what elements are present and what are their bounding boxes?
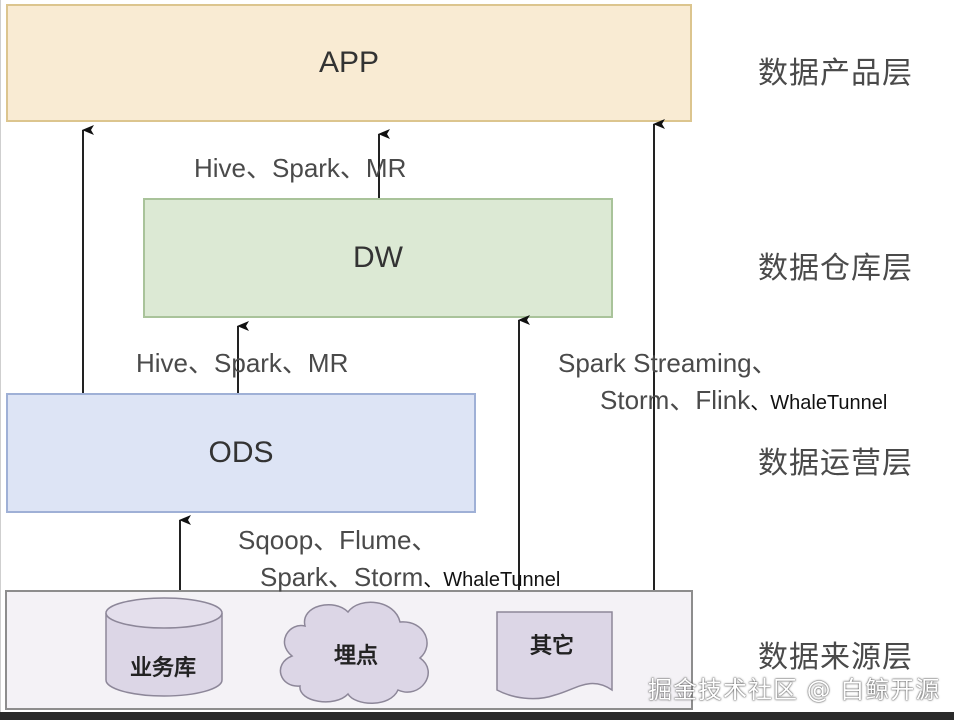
layer-name-warehouse: 数据仓库层 bbox=[758, 251, 913, 286]
layer-name-source: 数据来源层 bbox=[758, 640, 913, 675]
edge-label-ingest-line1: Sqoop、Flume、 bbox=[238, 525, 438, 555]
app-layer-label: APP bbox=[318, 46, 380, 79]
frame-border bbox=[0, 0, 1, 712]
source-other-label: 其它 bbox=[530, 634, 575, 659]
dw-layer-label: DW bbox=[353, 241, 403, 274]
ods-layer-label: ODS bbox=[208, 436, 274, 469]
ingest-whaletunnel: 、WhaleTunnel bbox=[423, 569, 561, 591]
bottom-edge-bar bbox=[0, 712, 954, 720]
layer-name-product: 数据产品层 bbox=[758, 56, 913, 91]
edge-label-ingest-line2: Spark、Storm、WhaleTunnel bbox=[260, 557, 560, 594]
streaming-tools: Storm、Flink bbox=[600, 385, 751, 415]
edge-label-streaming-line2: Storm、Flink、WhaleTunnel bbox=[600, 380, 887, 417]
app-layer-box: APP bbox=[6, 4, 692, 122]
edge-label-ods-to-dw: Hive、Spark、MR bbox=[136, 348, 349, 378]
ingest-tools: Spark、Storm bbox=[260, 562, 424, 592]
edge-label-streaming-line1: Spark Streaming、 bbox=[558, 348, 778, 378]
source-database-label: 业务库 bbox=[130, 656, 197, 681]
source-tracking-label: 埋点 bbox=[334, 644, 379, 669]
streaming-whaletunnel: 、WhaleTunnel bbox=[750, 392, 888, 414]
edge-label-dw-to-app: Hive、Spark、MR bbox=[194, 153, 407, 183]
dw-layer-box: DW bbox=[143, 198, 613, 318]
layer-name-operation: 数据运营层 bbox=[758, 446, 913, 481]
ods-layer-box: ODS bbox=[6, 393, 476, 513]
watermark: 掘金技术社区 @ 白鲸开源 bbox=[648, 676, 941, 704]
